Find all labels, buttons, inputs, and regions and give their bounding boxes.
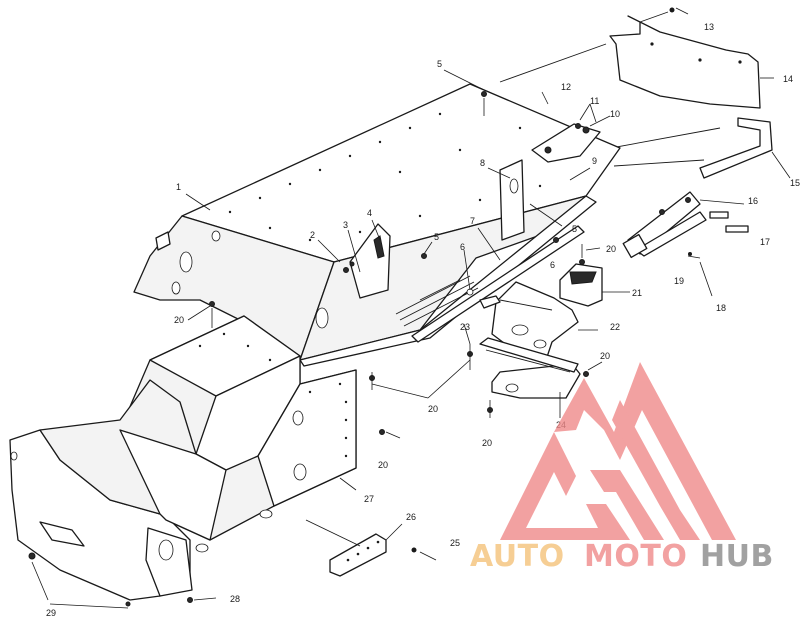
callout-20-e: 20 xyxy=(482,438,492,448)
callout-15: 15 xyxy=(790,178,800,188)
callout-19: 19 xyxy=(674,276,684,286)
callout-5-a: 5 xyxy=(437,59,442,69)
watermark-moto-text: MOTO xyxy=(584,539,687,574)
callout-25: 25 xyxy=(450,538,460,548)
callout-28: 28 xyxy=(230,594,240,604)
callout-29: 29 xyxy=(46,608,56,617)
callout-4: 4 xyxy=(367,208,372,218)
callout-leaders xyxy=(31,69,611,609)
callout-22: 22 xyxy=(610,322,620,332)
callout-26: 26 xyxy=(406,512,416,522)
front-bracket-22-part xyxy=(479,281,598,361)
callout-1: 1 xyxy=(176,182,181,192)
tunnel-part xyxy=(133,83,621,367)
callout-20-b: 20 xyxy=(174,315,184,325)
automotohub-watermark: AUTO MOTO HUB xyxy=(470,362,774,574)
callout-17: 17 xyxy=(760,237,770,247)
callout-labels: 1 2 3 4 5 5 5 6 6 7 8 9 10 11 12 13 14 1… xyxy=(46,22,800,617)
callout-20-f: 20 xyxy=(600,351,610,361)
bulkhead-rivets xyxy=(198,332,348,458)
callout-16: 16 xyxy=(748,196,758,206)
callout-14: 14 xyxy=(783,74,793,84)
callout-6-b: 6 xyxy=(550,260,555,270)
rail-shaft-part xyxy=(411,225,585,343)
belly-pan-part xyxy=(9,379,227,601)
callout-27: 27 xyxy=(364,494,374,504)
bumper-bar-part xyxy=(699,117,791,179)
callout-9: 9 xyxy=(592,156,597,166)
callout-8: 8 xyxy=(480,158,485,168)
callout-3: 3 xyxy=(343,220,348,230)
callout-12: 12 xyxy=(561,82,571,92)
skid-plate-part xyxy=(305,519,437,577)
callout-18: 18 xyxy=(716,303,726,313)
watermark-hub-text: HUB xyxy=(700,539,774,574)
callout-20-a: 20 xyxy=(606,244,616,254)
watermark-triangle-icon xyxy=(500,362,736,540)
fasteners xyxy=(28,91,603,607)
callout-20-d: 20 xyxy=(378,460,388,470)
callout-11: 11 xyxy=(590,96,599,106)
callout-20-c: 20 xyxy=(428,404,438,414)
tunnel-vents xyxy=(395,275,479,327)
rear-flap-part xyxy=(609,7,774,109)
bracket-21-part xyxy=(559,263,630,307)
callout-2: 2 xyxy=(310,230,315,240)
callout-6-a: 6 xyxy=(460,242,465,252)
callout-13: 13 xyxy=(704,22,714,32)
callout-5-b: 5 xyxy=(434,232,439,242)
callout-21: 21 xyxy=(632,288,642,298)
callout-7: 7 xyxy=(470,216,475,226)
callout-5-c: 5 xyxy=(572,224,577,234)
watermark-auto-text: AUTO xyxy=(470,539,565,574)
rear-arm-part xyxy=(622,191,749,297)
callout-10: 10 xyxy=(610,109,620,119)
front-bracket-24-part xyxy=(479,337,581,418)
callout-23: 23 xyxy=(460,322,470,332)
